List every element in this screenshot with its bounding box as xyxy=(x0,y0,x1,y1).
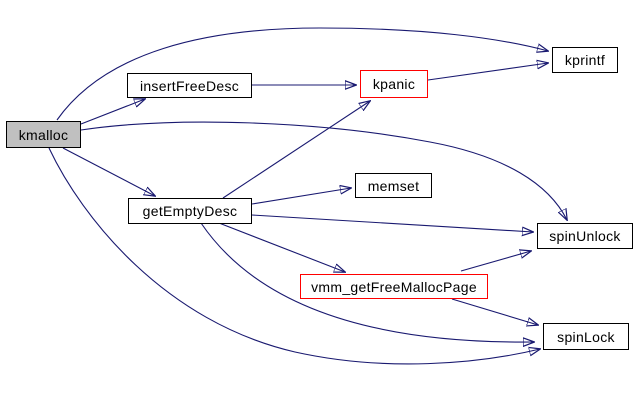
edge-vmm_getFreeMallocPage-spinUnlock xyxy=(460,251,531,272)
edge-kpanic-kprintf xyxy=(427,63,548,81)
edge-getEmptyDesc-memset xyxy=(251,188,351,205)
edge-kmalloc-spinUnlock xyxy=(80,121,567,220)
node-kmalloc: kmalloc xyxy=(6,121,81,148)
node-vmm-getFreeMallocPage[interactable]: vmm_getFreeMallocPage xyxy=(300,274,488,299)
edge-kmalloc-getEmptyDesc xyxy=(62,147,155,196)
edge-vmm_getFreeMallocPage-spinLock xyxy=(451,298,538,325)
edge-getEmptyDesc-spinUnlock xyxy=(251,214,533,232)
node-kprintf[interactable]: kprintf xyxy=(552,47,618,73)
node-spinUnlock[interactable]: spinUnlock xyxy=(537,223,633,249)
edge-getEmptyDesc-spinLock xyxy=(200,222,534,342)
edge-getEmptyDesc-kpanic xyxy=(222,101,370,199)
edge-kmalloc-kprintf xyxy=(56,27,548,121)
node-getEmptyDesc[interactable]: getEmptyDesc xyxy=(128,198,252,224)
node-spinLock[interactable]: spinLock xyxy=(543,323,629,350)
node-insertFreeDesc[interactable]: insertFreeDesc xyxy=(127,73,252,98)
node-kpanic[interactable]: kpanic xyxy=(360,70,428,98)
edge-kmalloc-spinLock xyxy=(48,147,540,365)
edge-kmalloc-insertFreeDesc xyxy=(80,99,145,125)
node-memset[interactable]: memset xyxy=(355,173,432,198)
edge-getEmptyDesc-vmm_getFreeMallocPage xyxy=(218,222,345,272)
